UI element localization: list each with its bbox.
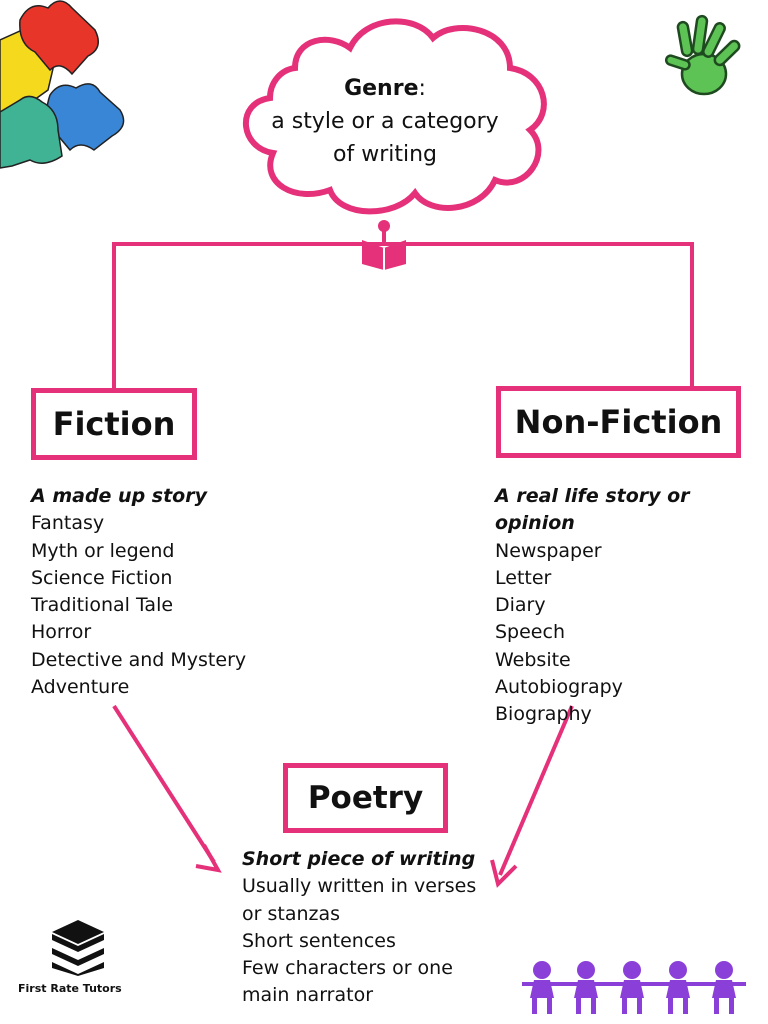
list-item: Website xyxy=(495,648,571,671)
list-item: Adventure xyxy=(31,676,130,699)
fiction-intro: A made up story xyxy=(31,485,207,507)
genre-cloud xyxy=(242,18,547,215)
books-stack-icon xyxy=(52,920,104,976)
list-item: Traditional Tale xyxy=(31,594,174,617)
list-item: Detective and Mystery xyxy=(31,648,247,671)
list-item: Horror xyxy=(31,621,92,644)
list-item: Newspaper xyxy=(495,539,602,562)
children-figures-icon xyxy=(522,961,746,1014)
list-item: Letter xyxy=(495,566,552,589)
list-item: or stanzas xyxy=(242,902,341,925)
fiction-box: Fiction xyxy=(31,388,197,460)
list-item: Speech xyxy=(495,621,565,644)
nonfiction-title: Non-Fiction xyxy=(514,403,723,441)
poetry-list: Short piece of writing Usually written i… xyxy=(242,846,476,1010)
list-item: Myth or legend xyxy=(31,539,175,562)
nonfiction-box: Non-Fiction xyxy=(496,386,741,458)
genre-definition: Genre: a style or a category of writing xyxy=(240,72,530,171)
poetry-intro: Short piece of writing xyxy=(242,848,476,870)
open-book-icon xyxy=(362,220,406,270)
poetry-box: Poetry xyxy=(283,763,448,833)
list-item: Biography xyxy=(495,703,592,726)
fiction-list: A made up story Fantasy Myth or legend S… xyxy=(31,483,246,701)
list-item: Autobiograpy xyxy=(495,676,623,699)
list-item: Science Fiction xyxy=(31,566,173,589)
poetry-title: Poetry xyxy=(307,780,424,816)
hand-print-icon xyxy=(664,14,741,96)
list-item: Short sentences xyxy=(242,929,396,952)
fiction-title: Fiction xyxy=(52,405,176,443)
genre-definition-line1: a style or a category xyxy=(271,109,499,134)
list-item: main narrator xyxy=(242,984,374,1007)
list-item: Fantasy xyxy=(31,512,105,535)
genre-term: Genre xyxy=(344,76,419,101)
genre-colon: : xyxy=(418,76,426,101)
list-item: Diary xyxy=(495,594,546,617)
nonfiction-intro: A real life story or opinion xyxy=(495,485,690,535)
nonfiction-list: A real life story or opinion Newspaper L… xyxy=(495,483,768,729)
puzzle-pieces-icon xyxy=(0,0,125,169)
genre-definition-line2: of writing xyxy=(333,142,437,167)
logo-text: First Rate Tutors xyxy=(18,982,122,995)
list-item: Usually written in verses xyxy=(242,875,477,898)
list-item: Few characters or one xyxy=(242,957,453,980)
